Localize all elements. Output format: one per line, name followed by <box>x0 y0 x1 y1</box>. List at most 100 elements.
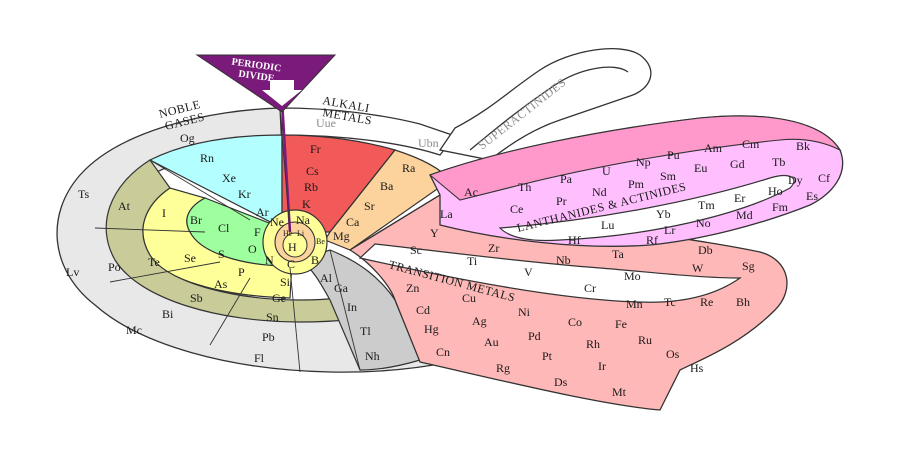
element-Tb: Tb <box>772 155 785 169</box>
element-Si: Si <box>280 275 291 289</box>
element-Hs: Hs <box>690 361 704 375</box>
element-Ca: Ca <box>346 215 360 229</box>
element-In: In <box>347 300 357 314</box>
core-inner <box>282 232 308 258</box>
element-Ubn: Ubn <box>418 136 439 150</box>
element-Fe: Fe <box>615 317 627 331</box>
element-labels: H He Li Be B C N O F Ne Na Mg Al Si P S … <box>66 116 830 399</box>
element-Te: Te <box>148 255 160 269</box>
element-Na: Na <box>296 213 311 227</box>
element-Fl: Fl <box>254 351 265 365</box>
element-Ir: Ir <box>598 359 606 373</box>
element-H: H <box>288 240 297 254</box>
element-Mc: Mc <box>126 323 142 337</box>
divide-line <box>280 99 292 233</box>
element-Ts: Ts <box>78 187 89 201</box>
actinide-band <box>428 115 842 201</box>
superactinide-ribbon-inner <box>469 66 629 151</box>
element-Nd: Nd <box>592 185 607 199</box>
element-Eu: Eu <box>694 161 707 175</box>
element-Be: Be <box>316 237 325 246</box>
element-Er: Er <box>734 191 745 205</box>
element-U: U <box>602 164 611 178</box>
element-No: No <box>696 216 711 230</box>
element-Tc: Tc <box>664 295 676 309</box>
element-Es: Es <box>806 189 818 203</box>
element-Cn: Cn <box>436 345 450 359</box>
element-K: K <box>302 197 311 211</box>
element-P: P <box>238 265 245 279</box>
element-Co: Co <box>568 315 582 329</box>
element-Th: Th <box>518 180 531 194</box>
element-S: S <box>218 247 225 261</box>
element-Ar: Ar <box>256 205 269 219</box>
element-Rb: Rb <box>304 180 318 194</box>
element-Pb: Pb <box>262 330 275 344</box>
element-I: I <box>162 206 166 220</box>
element-Pt: Pt <box>542 349 553 363</box>
element-Fm: Fm <box>772 200 789 214</box>
element-Pa: Pa <box>560 172 573 186</box>
element-W: W <box>692 261 704 275</box>
element-Ds: Ds <box>554 375 568 389</box>
element-Md: Md <box>736 208 753 222</box>
element-Bk: Bk <box>796 139 810 153</box>
element-Rh: Rh <box>586 337 600 351</box>
element-Re: Re <box>700 295 713 309</box>
element-Lu: Lu <box>601 218 614 232</box>
element-Cd: Cd <box>416 303 430 317</box>
element-Ta: Ta <box>612 247 624 261</box>
element-Xe: Xe <box>222 171 236 185</box>
element-He: He <box>283 229 293 238</box>
element-Li: Li <box>297 229 305 238</box>
element-Rg: Rg <box>496 361 510 375</box>
element-Cs: Cs <box>306 164 319 178</box>
element-Po: Po <box>108 260 121 274</box>
element-Am: Am <box>704 141 723 155</box>
element-Cm: Cm <box>742 137 760 151</box>
element-F: F <box>254 225 261 239</box>
element-Mt: Mt <box>612 385 627 399</box>
divide-arrow-shape <box>195 54 337 113</box>
uue-band <box>281 107 457 156</box>
alkaline-earth-wedge <box>324 149 451 251</box>
element-As: As <box>214 277 228 291</box>
element-Og: Og <box>180 131 195 145</box>
element-Cl: Cl <box>218 221 230 235</box>
element-Mo: Mo <box>624 269 641 283</box>
element-Mn: Mn <box>626 297 643 311</box>
element-Ti: Ti <box>467 254 478 268</box>
element-Ge: Ge <box>272 291 286 305</box>
element-Sn: Sn <box>266 310 279 324</box>
element-La: La <box>440 207 453 221</box>
element-Np: Np <box>636 155 651 169</box>
element-Lv: Lv <box>66 265 79 279</box>
element-Lr: Lr <box>664 223 675 237</box>
element-Pm: Pm <box>628 177 645 191</box>
element-V: V <box>524 265 533 279</box>
cell-separators <box>94 134 441 373</box>
element-Cu: Cu <box>462 291 476 305</box>
element-Mg: Mg <box>333 229 350 243</box>
element-Ac: Ac <box>464 185 478 199</box>
element-Ne: Ne <box>270 215 284 229</box>
element-Nb: Nb <box>556 253 571 267</box>
element-Hf: Hf <box>568 233 581 247</box>
element-Nh: Nh <box>365 349 380 363</box>
element-Bh: Bh <box>736 295 750 309</box>
element-Dy: Dy <box>788 173 803 187</box>
element-Rf: Rf <box>646 233 658 247</box>
element-O: O <box>248 242 257 256</box>
element-Ni: Ni <box>518 305 531 319</box>
lanthanide-slot <box>498 175 795 242</box>
element-Rn: Rn <box>200 151 214 165</box>
element-At: At <box>118 199 131 213</box>
element-Ag: Ag <box>472 314 487 328</box>
element-Cr: Cr <box>584 281 596 295</box>
element-C: C <box>287 257 295 271</box>
element-Yb: Yb <box>656 207 671 221</box>
element-Ce: Ce <box>510 202 523 216</box>
element-Os: Os <box>666 347 680 361</box>
